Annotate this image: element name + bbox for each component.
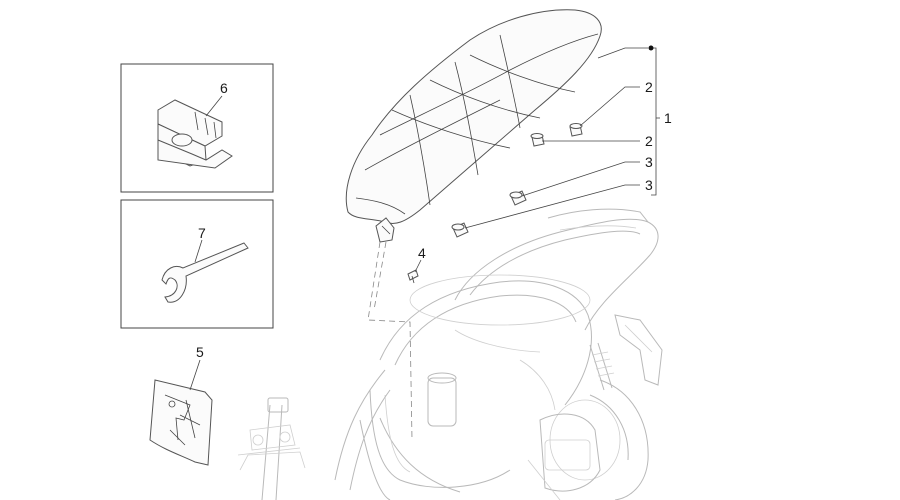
callout-3-lower: 3 xyxy=(645,177,653,193)
tool-bag xyxy=(149,379,213,466)
rubber-buffer-upper xyxy=(569,123,583,137)
callout-3-upper: 3 xyxy=(645,154,653,170)
callout-2-lower: 2 xyxy=(645,133,653,149)
callout-1: 1 xyxy=(664,110,672,126)
callout-6: 6 xyxy=(220,80,228,96)
callout-2-upper: 2 xyxy=(645,79,653,95)
leader-lines xyxy=(189,45,660,391)
callout-dot xyxy=(648,45,654,51)
scooter-body-outline xyxy=(237,208,663,500)
seat-assembly xyxy=(345,9,602,243)
assembly-dashed-lines xyxy=(367,241,413,441)
rubber-buffer-lower xyxy=(530,133,545,147)
screw-part xyxy=(407,269,419,284)
inset-box-wrench xyxy=(120,199,274,329)
callout-5: 5 xyxy=(196,344,204,360)
callout-7: 7 xyxy=(198,225,206,241)
hinge-pin-upper xyxy=(509,190,527,206)
callout-labels: 1 2 2 3 3 4 5 6 7 xyxy=(196,79,672,360)
inset-box-clip xyxy=(120,63,274,193)
callout-4: 4 xyxy=(418,245,426,261)
hinge-pin-lower xyxy=(451,222,469,238)
